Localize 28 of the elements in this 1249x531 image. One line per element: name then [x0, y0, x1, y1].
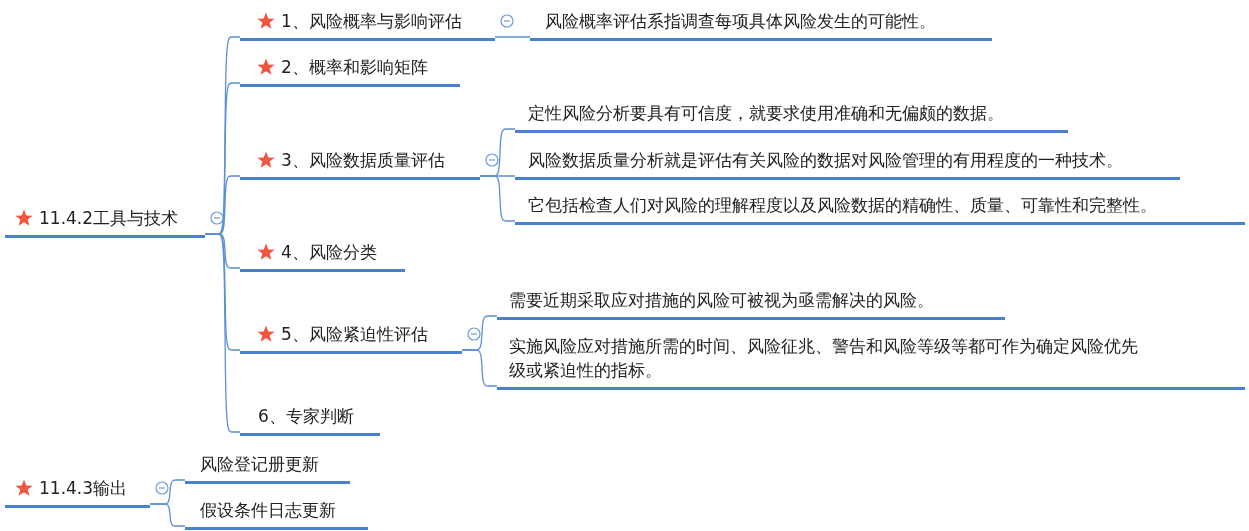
topic-text: 假设条件日志更新 — [200, 499, 336, 522]
topic-text: 3、风险数据质量评估 — [281, 149, 445, 172]
topic-node — [497, 288, 1005, 320]
topic-text: 需要近期采取应对措施的风险可被视为亟需解决的风险。 — [509, 289, 934, 312]
topic-text: 风险概率评估系指调查每项具体风险发生的可能性。 — [545, 10, 936, 33]
topic-node — [497, 334, 1245, 390]
topic-node — [515, 148, 1180, 180]
topic-text: 4、风险分类 — [281, 241, 377, 264]
topic-text: 5、风险紧迫性评估 — [281, 323, 428, 346]
topic-text: 风险数据质量分析就是评估有关风险的数据对风险管理的有用程度的一种技术。 — [528, 149, 1123, 172]
connector-line — [149, 503, 186, 527]
topic-node — [240, 404, 380, 436]
topic-node — [240, 55, 460, 87]
connector-line — [494, 36, 531, 38]
topic-node — [530, 9, 992, 41]
topic-text: 风险登记册更新 — [200, 453, 319, 476]
topic-node — [515, 101, 1068, 133]
topic-text: 2、概率和影响矩阵 — [281, 56, 428, 79]
topic-text: 1、风险概率与影响评估 — [281, 10, 462, 33]
topic-text: 11.4.3输出 — [39, 477, 128, 500]
topic-node — [240, 9, 495, 41]
topic-node — [515, 193, 1245, 225]
topic-text: 11.4.2工具与技术 — [39, 207, 179, 230]
topic-text: 6、专家判断 — [258, 405, 354, 428]
connector-line — [461, 349, 498, 387]
topic-text: 它包括检查人们对风险的理解程度以及风险数据的精确性、质量、可靠性和完整性。 — [528, 194, 1157, 217]
topic-text: 定性风险分析要具有可信度，就要求使用准确和无偏颇的数据。 — [528, 102, 1004, 125]
topic-text: 实施风险应对措施所需的时间、风险征兆、警告和风险等级等都可作为确定风险优先级或紧迫性的指标。 — [509, 335, 1139, 382]
